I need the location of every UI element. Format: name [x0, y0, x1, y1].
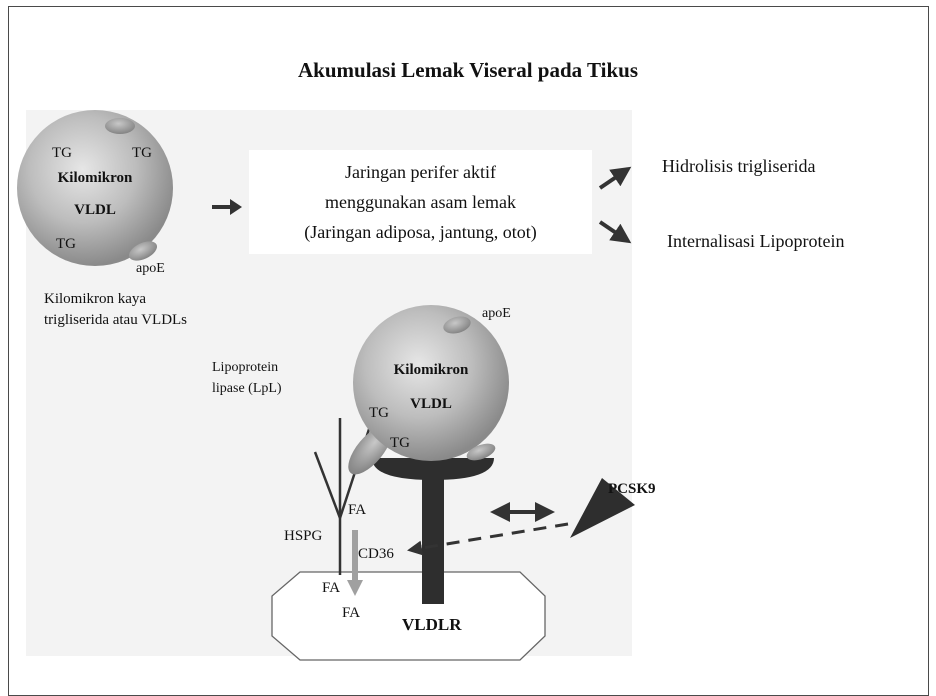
- tissue-box-line3: (Jaringan adiposa, jantung, otot): [304, 222, 537, 242]
- top-tg-left-label: TG: [52, 145, 72, 161]
- vldlr-receptor-cup: [372, 458, 494, 480]
- hspg-branch-left: [313, 451, 342, 519]
- top-apoe-cap-lower: [128, 241, 158, 261]
- vldlr-label: VLDLR: [402, 615, 462, 634]
- pcsk9-triangle: [570, 478, 635, 538]
- bottom-kilomikron-label: Kilomikron: [393, 362, 469, 378]
- lpl-label-line2: lipase (LpL): [212, 381, 282, 396]
- top-apoe-cap-upper: [105, 118, 135, 134]
- fa-left-label: FA: [322, 580, 341, 596]
- top-lipoprotein-sphere: [17, 110, 173, 266]
- tissue-box-line1: Jaringan perifer aktif: [345, 162, 496, 182]
- pcsk9-label: PCSK9: [608, 481, 656, 497]
- bottom-vldl-label: VLDL: [410, 396, 452, 412]
- top-apoe-label: apoE: [136, 261, 165, 276]
- pcsk9-cd36-dashed-arrow: [407, 522, 569, 556]
- hydrolysis-arrow: [598, 166, 632, 190]
- tissue-box-line2: menggunakan asam lemak: [325, 192, 516, 212]
- cd36-label: CD36: [358, 546, 394, 562]
- top-tg-bottom-label: TG: [56, 236, 76, 252]
- fa-upper-label: FA: [348, 502, 367, 518]
- top-tg-right-label: TG: [132, 145, 152, 161]
- top-kilomikron-label: Kilomikron: [57, 170, 133, 186]
- bottom-tg-upper-label: TG: [369, 405, 389, 421]
- bottom-lipoprotein-sphere: [353, 305, 509, 461]
- bottom-tg-lower-label: TG: [390, 435, 410, 451]
- internalisation-outcome-label: Internalisasi Lipoprotein: [667, 231, 845, 251]
- cell-membrane-octagon: [271, 571, 546, 661]
- vldlr-receptor-stem: [422, 476, 444, 604]
- peripheral-tissue-box: [249, 150, 592, 254]
- bottom-tg-cap: [466, 443, 496, 461]
- particle-caption-line1: Kilomikron kaya: [44, 291, 147, 307]
- fa-transport-arrow: [347, 530, 363, 596]
- diagram-title: Akumulasi Lemak Viseral pada Tikus: [298, 58, 638, 82]
- lpl-label-line1: Lipoprotein: [212, 360, 279, 375]
- hspg-label: HSPG: [284, 528, 323, 544]
- fa-bottom-label: FA: [342, 605, 361, 621]
- particle-caption-line2: trigliserida atau VLDLs: [44, 312, 188, 328]
- hydrolysis-outcome-label: Hidrolisis trigliserida: [662, 156, 816, 176]
- bottom-apoe-cap: [443, 316, 471, 334]
- top-vldl-label: VLDL: [74, 202, 116, 218]
- bottom-apoe-label: apoE: [482, 306, 511, 321]
- internalisation-arrow: [598, 220, 632, 244]
- flow-arrow: [212, 199, 242, 215]
